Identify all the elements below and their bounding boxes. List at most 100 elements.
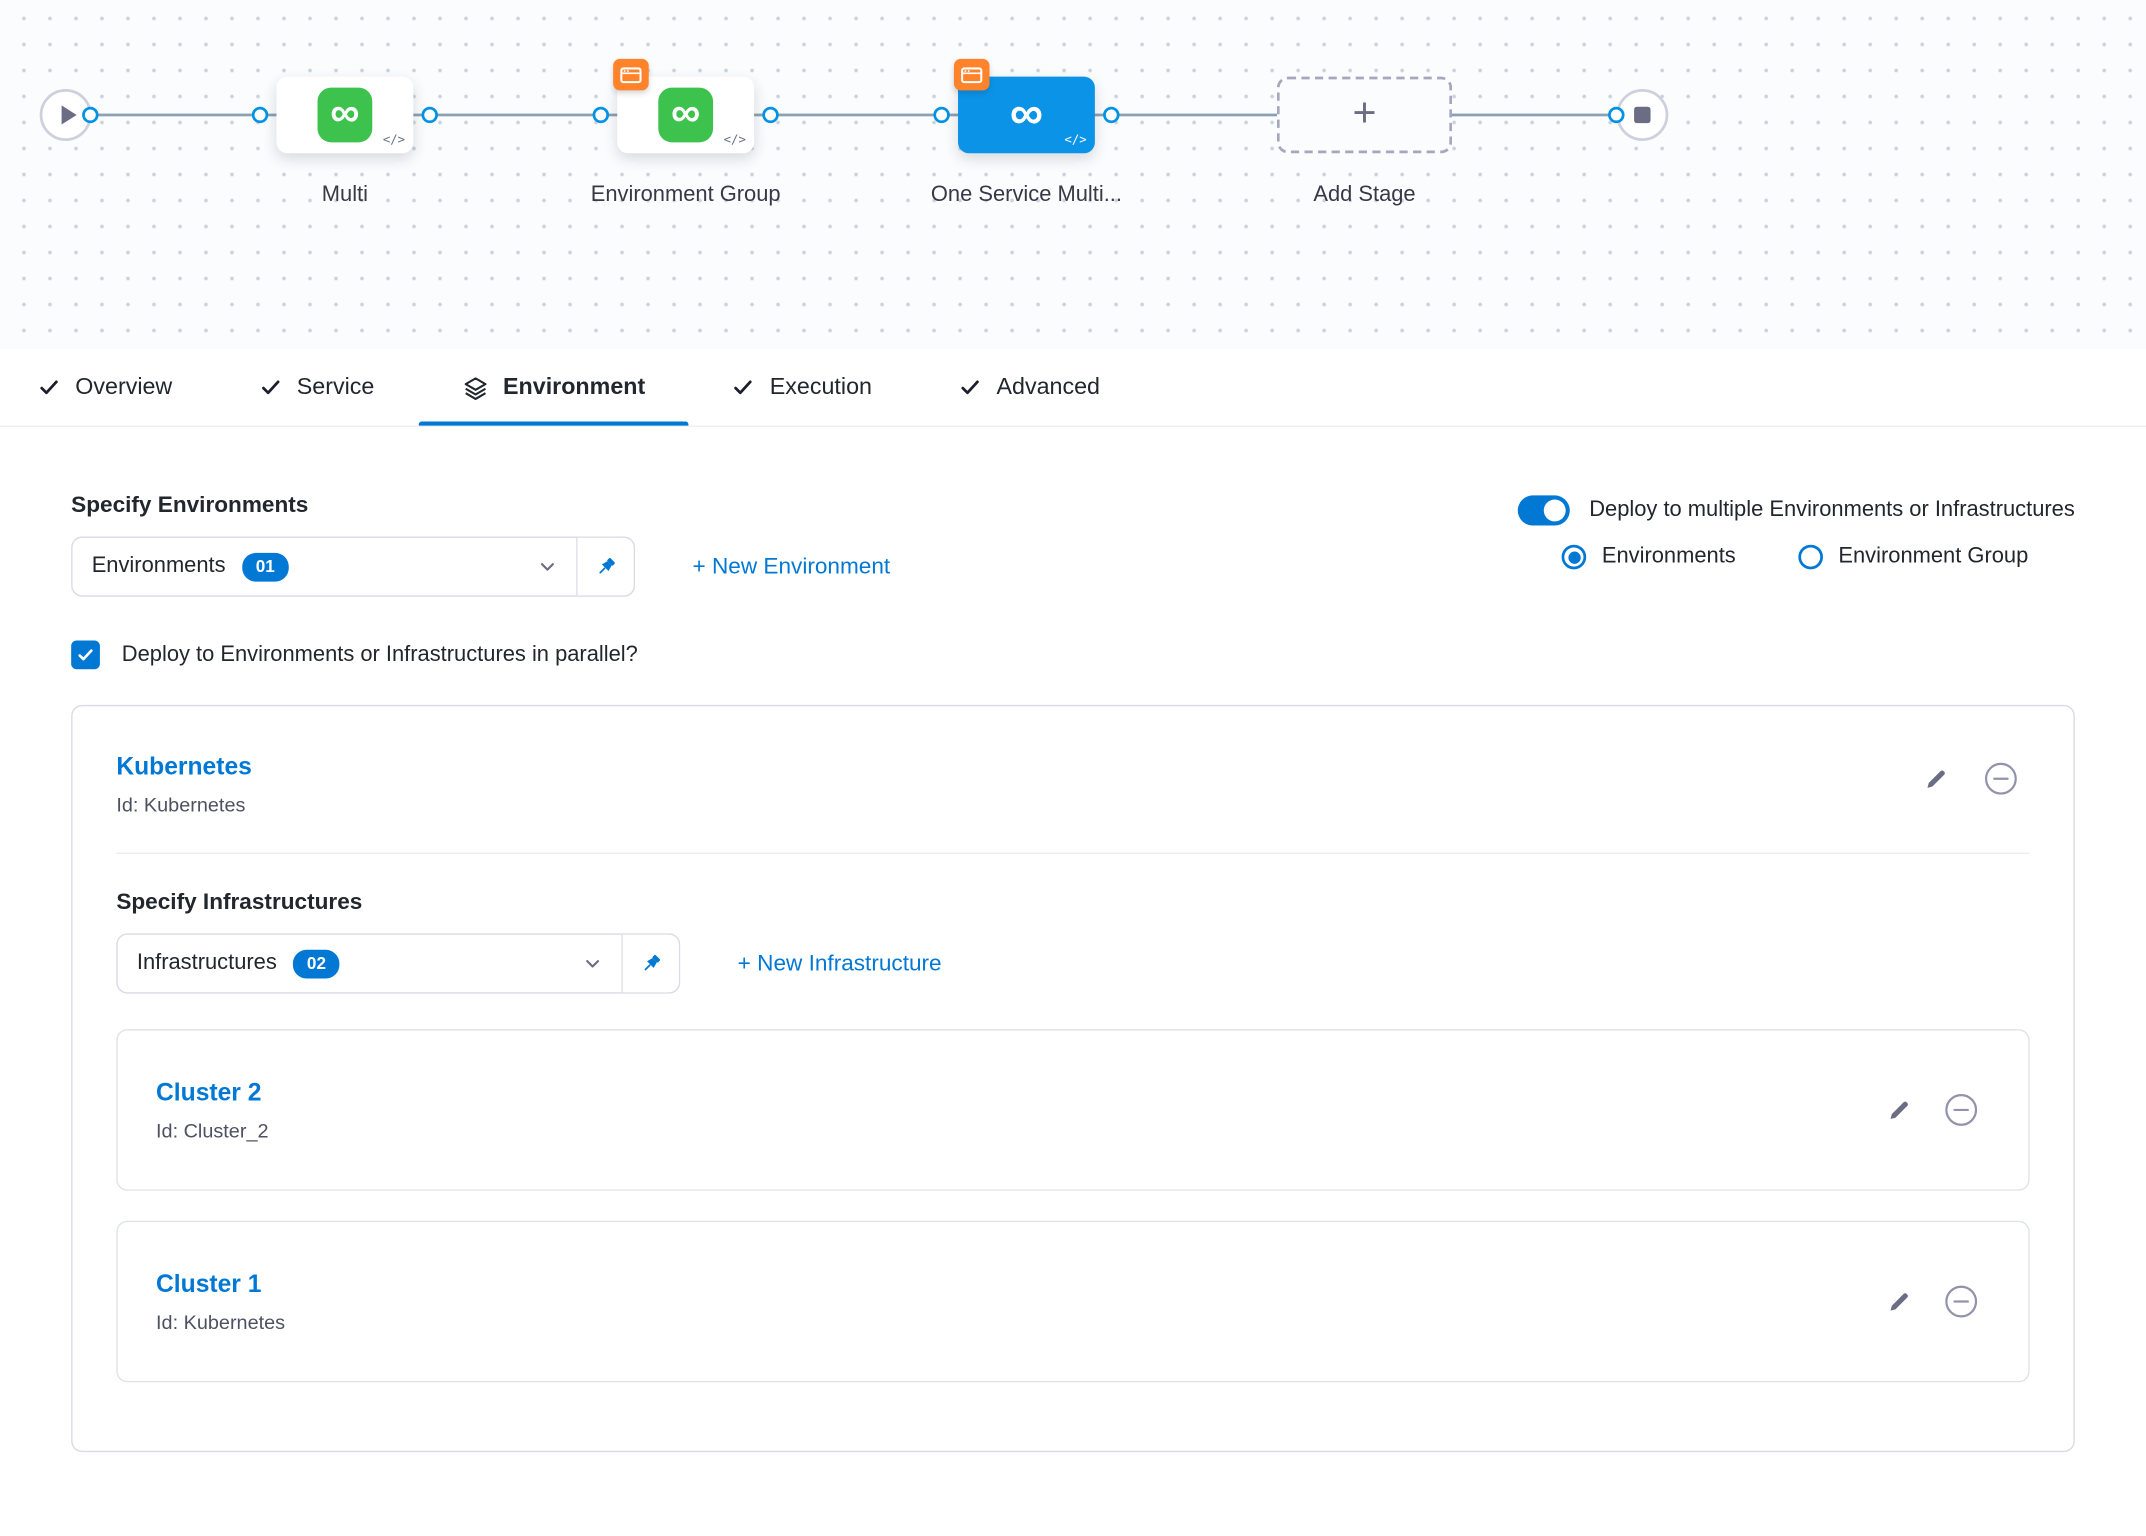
infinity-glyph: ∞ [1009, 86, 1044, 139]
play-icon [60, 105, 76, 125]
infrastructure-id: Id: Kubernetes [156, 1311, 286, 1334]
tab-label: Environment [503, 373, 646, 400]
template-icon [961, 66, 983, 83]
toggle-knob [1544, 499, 1566, 522]
infrastructure-id: Id: Cluster_2 [156, 1120, 269, 1143]
harness-service-icon: ∞ [317, 87, 373, 143]
radio-environment-group-label: Environment Group [1838, 544, 2029, 568]
connector-dot [82, 106, 99, 124]
deploy-parallel-label: Deploy to Environments or Infrastructure… [121, 642, 638, 666]
template-icon [620, 66, 642, 83]
infrastructures-dropdown-value: Infrastructures [136, 951, 277, 975]
infinity-glyph: ∞ [330, 89, 360, 135]
pencil-icon [1890, 1100, 1908, 1119]
environment-info: Kubernetes Id: Kubernetes [116, 753, 252, 817]
infinity-glyph: ∞ [671, 89, 701, 135]
tab-execution[interactable]: Execution [689, 349, 916, 426]
specify-infrastructures-heading: Specify Infrastructures [116, 889, 363, 915]
tab-label: Advanced [996, 373, 1101, 400]
radio-selected-icon [1562, 544, 1587, 570]
tab-label: Service [296, 373, 375, 400]
code-icon: </> [723, 134, 746, 148]
harness-service-icon: ∞ [999, 88, 1054, 143]
environment-id: Id: Kubernetes [116, 795, 246, 818]
environment-name-link[interactable]: Kubernetes [116, 752, 252, 781]
pipeline-start-button[interactable] [39, 88, 92, 141]
connector-dot [1608, 106, 1625, 124]
remove-environment-button[interactable] [1983, 761, 2019, 797]
stage-tabbar: Overview Service Environment Execution [0, 348, 2146, 428]
minus-circle-icon [1945, 1285, 1978, 1318]
connector-dot [251, 106, 269, 124]
check-icon [261, 380, 280, 395]
tab-label: Overview [75, 373, 173, 400]
deploy-parallel-checkbox[interactable] [71, 640, 100, 670]
environments-dropdown[interactable]: Environments 01 [73, 538, 577, 595]
stage-node-multi[interactable]: ∞ </> [276, 76, 414, 154]
deploy-parallel-option: Deploy to Environments or Infrastructure… [71, 640, 2075, 670]
radio-environments-label: Environments [1601, 544, 1736, 568]
stage-template-badge [953, 58, 990, 91]
harness-service-icon: ∞ [658, 87, 714, 143]
minus-circle-icon [1984, 762, 2017, 795]
pin-environment-button[interactable] [576, 537, 634, 596]
check-icon [961, 380, 979, 395]
pipeline-canvas: ∞ </> Multi ∞ </> Environment Group [0, 0, 2146, 349]
pipeline-connector-line [65, 113, 1643, 117]
check-icon [734, 380, 753, 395]
infrastructure-card-cluster-2: Cluster 2 Id: Cluster_2 [116, 1029, 2030, 1191]
connector-dot [1103, 106, 1120, 124]
connector-dot [762, 106, 779, 124]
tab-service[interactable]: Service [216, 349, 418, 426]
environments-dropdown-value: Environments [91, 554, 226, 578]
environment-card-kubernetes: Kubernetes Id: Kubernetes [71, 704, 2075, 1453]
tab-overview[interactable]: Overview [38, 349, 216, 426]
edit-infrastructure-button[interactable] [1887, 1098, 1910, 1121]
environments-select-group: Environments 01 [71, 536, 636, 597]
radio-environment-group[interactable]: Environment Group [1798, 544, 2029, 570]
new-infrastructure-link[interactable]: + New Infrastructure [737, 950, 942, 976]
stage-template-badge [613, 58, 649, 91]
pin-infrastructure-button[interactable] [621, 934, 679, 993]
connector-dot [421, 106, 438, 124]
edit-environment-button[interactable] [1924, 767, 1947, 790]
radio-environments[interactable]: Environments [1562, 544, 1736, 570]
infrastructure-name-link[interactable]: Cluster 2 [156, 1077, 262, 1106]
environment-tab-content: Specify Environments Environments 01 [0, 492, 2146, 1453]
stage-node-one-service-multi[interactable]: ∞ </> [958, 76, 1095, 154]
infrastructures-select-group: Infrastructures 02 [116, 933, 681, 994]
check-icon [40, 380, 58, 395]
add-stage-label: Add Stage [1313, 183, 1416, 207]
tab-label: Execution [769, 373, 872, 400]
multi-environment-controls: Deploy to multiple Environments or Infra… [1518, 495, 2075, 570]
remove-infrastructure-button[interactable] [1943, 1092, 1979, 1128]
deploy-multiple-toggle[interactable] [1518, 495, 1571, 526]
chevron-down-icon [540, 563, 554, 571]
tab-advanced[interactable]: Advanced [916, 349, 1144, 426]
add-stage-button[interactable]: + [1276, 76, 1453, 154]
remove-infrastructure-button[interactable] [1943, 1284, 1979, 1320]
stage-label: Multi [321, 183, 369, 207]
radio-unselected-icon [1798, 544, 1824, 570]
infrastructure-card-cluster-1: Cluster 1 Id: Kubernetes [116, 1220, 2030, 1383]
new-environment-link[interactable]: + New Environment [692, 553, 891, 579]
stop-icon [1634, 106, 1651, 124]
pin-icon [599, 557, 615, 573]
edit-infrastructure-button[interactable] [1887, 1290, 1910, 1313]
infrastructure-info: Cluster 1 Id: Kubernetes [156, 1269, 285, 1333]
code-icon: </> [1064, 134, 1087, 148]
infrastructures-dropdown[interactable]: Infrastructures 02 [118, 935, 622, 992]
environments-count-badge: 01 [242, 552, 289, 581]
stage-label: One Service Multi... [930, 183, 1122, 207]
minus-circle-icon [1945, 1093, 1978, 1126]
infrastructure-name-link[interactable]: Cluster 1 [156, 1269, 262, 1297]
stage-label: Environment Group [590, 183, 781, 207]
layers-icon [464, 376, 486, 400]
tab-environment[interactable]: Environment [418, 349, 689, 426]
pipeline-end-button[interactable] [1616, 88, 1669, 141]
connector-dot [933, 106, 950, 124]
check-icon [78, 649, 93, 661]
pin-icon [644, 954, 660, 970]
infrastructure-info: Cluster 2 Id: Cluster_2 [156, 1078, 269, 1142]
